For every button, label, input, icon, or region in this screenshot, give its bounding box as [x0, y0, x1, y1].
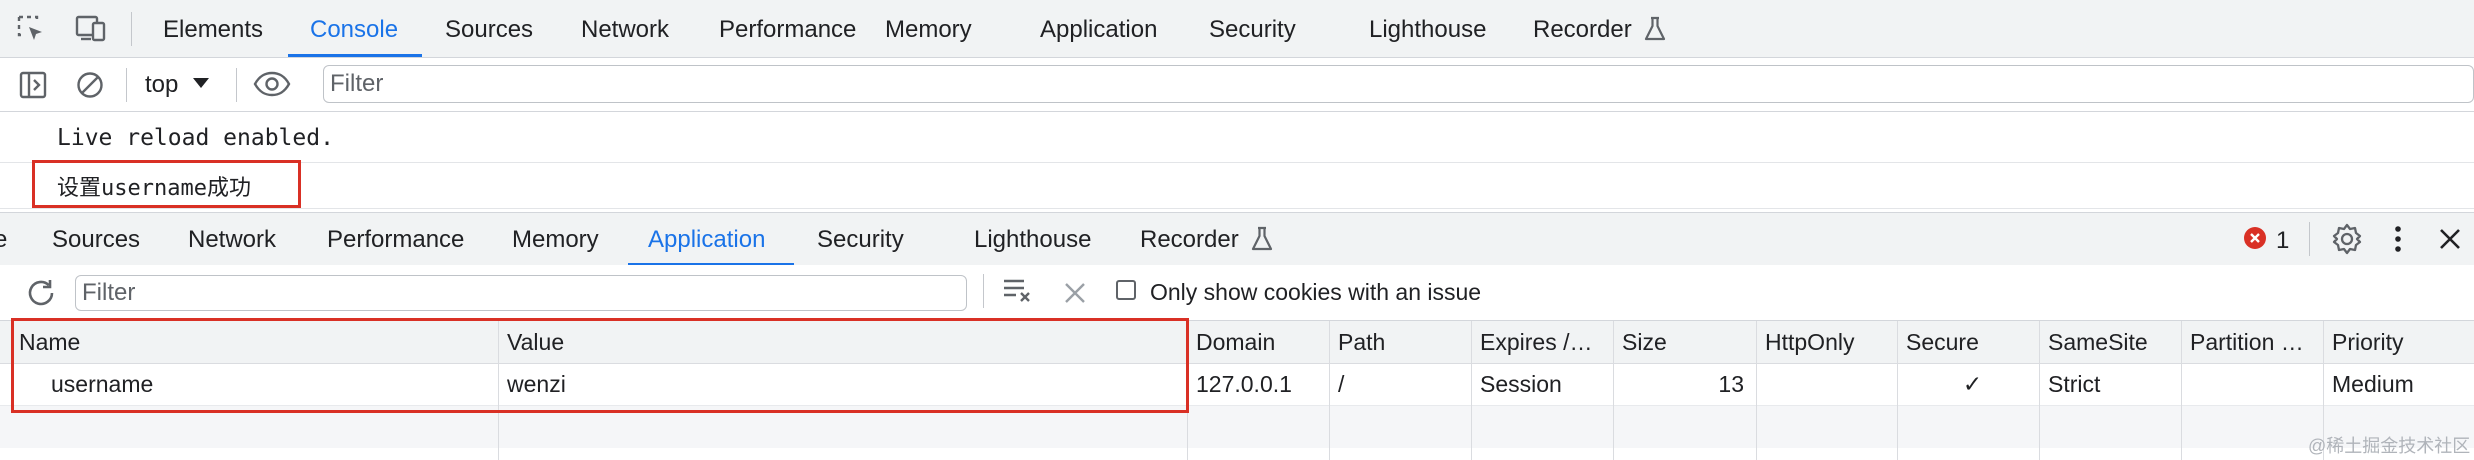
drawer-tab-recorder[interactable]: Recorder	[1140, 226, 1239, 253]
toolbar-divider	[236, 68, 237, 102]
toolbar-divider	[2309, 222, 2310, 256]
toolbar-divider	[126, 68, 127, 102]
column-divider	[1897, 321, 1898, 460]
column-header-path[interactable]: Path	[1338, 329, 1386, 355]
drawer-tab-network[interactable]: Network	[188, 226, 277, 253]
column-divider	[1471, 321, 1472, 460]
cookie-cell-samesite[interactable]: Strict	[2048, 371, 2101, 397]
column-divider	[1329, 321, 1330, 460]
drawer-tab-lighthouse[interactable]: Lighthouse	[974, 226, 1092, 253]
error-icon	[2243, 226, 2267, 255]
tab-memory[interactable]: Memory	[885, 16, 972, 43]
tab-sources[interactable]: Sources	[445, 16, 534, 43]
flask-icon	[1250, 226, 1274, 252]
cookies-table-row-bg	[0, 364, 2474, 406]
column-header-domain[interactable]: Domain	[1196, 329, 1276, 355]
cookie-cell-size[interactable]: 13	[1718, 371, 1744, 397]
cookies-table-empty-row	[0, 406, 2474, 448]
cookie-cell-secure[interactable]: ✓	[1962, 371, 1983, 397]
cookies-filter-input[interactable]: Filter	[75, 275, 967, 311]
settings-gear-icon[interactable]	[2331, 223, 2363, 255]
tab-application[interactable]: Application	[1040, 16, 1158, 43]
cookie-row-highlight	[11, 318, 1189, 413]
cookie-cell-value[interactable]: wenzi	[507, 371, 566, 397]
cookie-cell-domain[interactable]: 127.0.0.1	[1196, 371, 1292, 397]
cookie-cell-expires[interactable]: Session	[1480, 371, 1562, 397]
only-issues-label[interactable]: Only show cookies with an issue	[1150, 279, 1482, 305]
cookie-cell-priority[interactable]: Medium	[2332, 371, 2414, 397]
tab-network[interactable]: Network	[581, 16, 670, 43]
device-toolbar-icon[interactable]	[73, 13, 107, 43]
tab-lighthouse[interactable]: Lighthouse	[1369, 16, 1487, 43]
drawer-tab-performance[interactable]: Performance	[327, 226, 465, 253]
context-selector-value: top	[145, 71, 179, 98]
clear-filtered-cookies-icon[interactable]	[1002, 277, 1034, 305]
console-message-separator	[0, 208, 2474, 209]
column-header-name[interactable]: Name	[19, 329, 81, 355]
cookies-toolbar: Filter Only show cookies with an issue	[0, 265, 2474, 321]
tab-elements[interactable]: Elements	[163, 16, 264, 43]
clear-console-icon[interactable]	[75, 70, 105, 100]
delete-selected-icon[interactable]	[1064, 282, 1086, 304]
console-filter-placeholder: Filter	[330, 70, 384, 97]
console-message-highlight	[32, 160, 301, 208]
more-options-icon[interactable]	[2393, 224, 2403, 254]
console-message-separator	[0, 162, 2474, 163]
console-toolbar: top Filter	[0, 58, 2474, 112]
column-header-size[interactable]: Size	[1622, 329, 1667, 355]
column-header-expires[interactable]: Expires /…	[1480, 329, 1593, 355]
tab-security[interactable]: Security	[1209, 16, 1296, 43]
cookies-filter-placeholder: Filter	[82, 279, 136, 306]
flask-icon	[1643, 16, 1667, 42]
drawer-tab-security[interactable]: Security	[817, 226, 904, 253]
column-divider	[2323, 321, 2324, 460]
column-header-priority[interactable]: Priority	[2332, 329, 2404, 355]
cookie-cell-path[interactable]: /	[1338, 371, 1345, 397]
devtools-top-tabbar: Elements Console Sources Network Perform…	[0, 0, 2474, 58]
drawer-tab-memory[interactable]: Memory	[512, 226, 599, 253]
column-header-httponly[interactable]: HttpOnly	[1765, 329, 1855, 355]
refresh-icon[interactable]	[25, 277, 57, 309]
cookie-cell-httponly[interactable]	[1756, 363, 1897, 405]
eye-icon[interactable]	[253, 71, 291, 97]
issues-count: 1	[2276, 226, 2290, 254]
column-divider	[2039, 321, 2040, 460]
column-divider	[498, 321, 499, 460]
cookie-cell-name[interactable]: username	[51, 371, 154, 397]
column-divider	[1613, 321, 1614, 460]
sidebar-toggle-icon[interactable]	[18, 70, 48, 100]
column-header-partition[interactable]: Partition …	[2190, 329, 2304, 355]
tab-performance[interactable]: Performance	[719, 16, 857, 43]
toolbar-divider	[131, 12, 132, 46]
drawer-tab-sources[interactable]: Sources	[52, 226, 141, 253]
active-tab-indicator	[288, 54, 422, 57]
column-header-secure[interactable]: Secure	[1906, 329, 1979, 355]
tab-clipped[interactable]: e	[0, 226, 8, 253]
inspect-element-icon[interactable]	[16, 14, 46, 44]
console-filter-input[interactable]: Filter	[323, 65, 2474, 103]
issues-counter[interactable]: 1	[2243, 226, 2289, 255]
drawer-tab-application[interactable]: Application	[648, 226, 766, 253]
console-message: 设置username成功	[57, 176, 251, 201]
only-issues-checkbox[interactable]	[1116, 280, 1136, 300]
tab-recorder[interactable]: Recorder	[1533, 16, 1632, 43]
context-selector[interactable]: top	[145, 70, 210, 100]
toolbar-divider	[983, 274, 984, 308]
column-divider	[1756, 321, 1757, 460]
tab-console[interactable]: Console	[310, 16, 399, 43]
dropdown-arrow-icon	[192, 76, 210, 94]
column-header-samesite[interactable]: SameSite	[2048, 329, 2148, 355]
column-divider	[2181, 321, 2182, 460]
active-tab-indicator	[628, 263, 794, 266]
close-drawer-icon[interactable]	[2438, 227, 2462, 251]
column-header-value[interactable]: Value	[507, 329, 565, 355]
drawer-tabbar: e Sources Network Performance Memory App…	[0, 212, 2474, 266]
cookies-table-header-bg	[0, 321, 2474, 364]
console-message: Live reload enabled.	[57, 125, 334, 151]
cookie-cell-partition[interactable]	[2181, 363, 2323, 405]
watermark: @稀土掘金技术社区	[2308, 436, 2471, 456]
